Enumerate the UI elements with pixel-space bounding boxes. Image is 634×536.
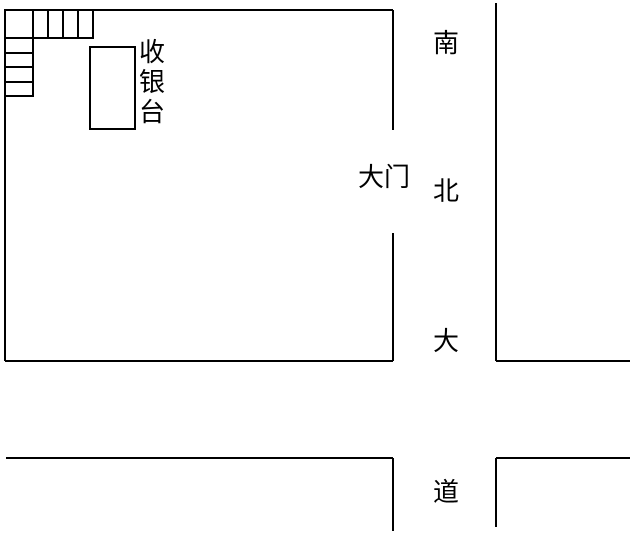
cashier-counter [89,46,136,130]
road-label-char: 道 [433,478,460,508]
road-label-char: 大 [433,327,460,357]
cashier-char: 银 [139,68,166,98]
road-label-char: 南 [433,29,460,59]
door-label: 大门 [358,163,411,193]
cashier-char: 收 [139,38,166,68]
cashier-label: 收 银 台 [139,38,165,128]
cashier-char: 台 [139,98,166,128]
road-label-char: 北 [433,177,460,207]
